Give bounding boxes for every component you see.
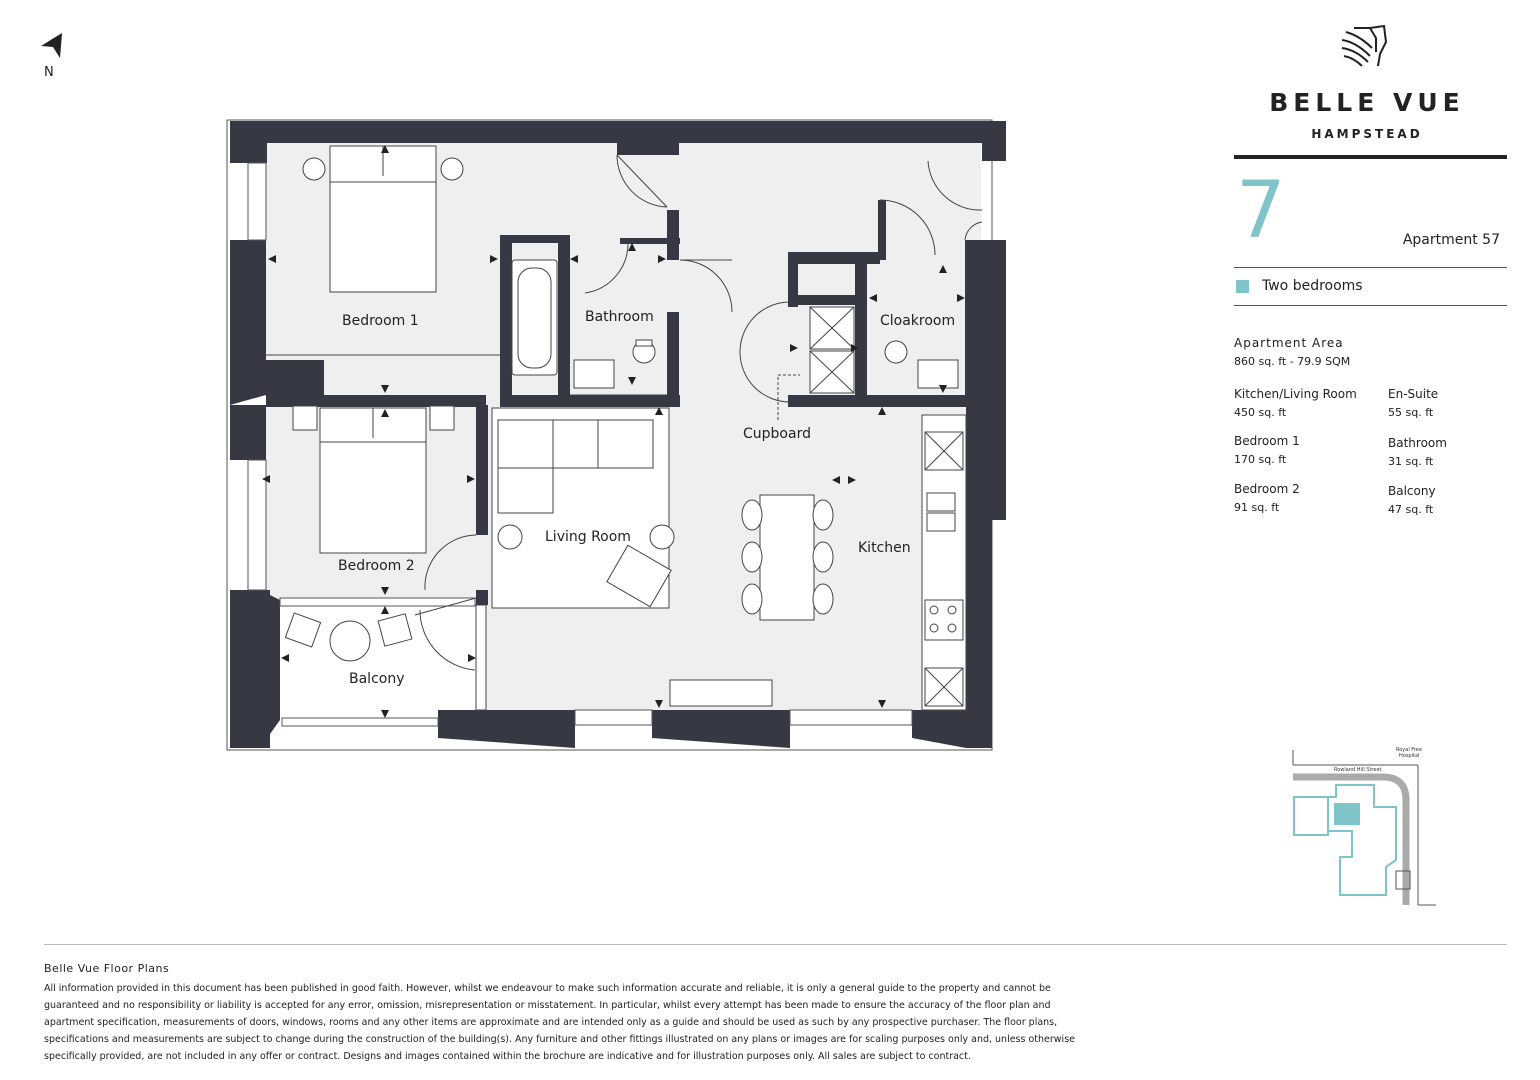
- brand-name: BELLE VUE: [1269, 88, 1465, 117]
- room-name: Bedroom 2: [1234, 482, 1300, 496]
- room-name: Bedroom 1: [1234, 434, 1300, 448]
- footer-divider: [44, 944, 1507, 945]
- bedroom-color-swatch: [1236, 280, 1249, 293]
- bedroom-count: Two bedrooms: [1262, 278, 1363, 294]
- north-label: N: [44, 65, 54, 80]
- site-apartment-marker: [1334, 803, 1360, 825]
- north-arrow-icon: [41, 33, 62, 58]
- brand-divider: [1234, 155, 1507, 159]
- label-bedroom-1: Bedroom 1: [342, 313, 419, 329]
- site-label-hospital-line1: Royal Free: [1396, 747, 1422, 753]
- divider: [1234, 305, 1507, 306]
- room-name: En-Suite: [1388, 387, 1439, 401]
- brand-location: HAMPSTEAD: [1311, 127, 1423, 141]
- label-cupboard: Cupboard: [743, 426, 811, 442]
- footer-title: Belle Vue Floor Plans: [44, 962, 170, 975]
- label-living-room: Living Room: [545, 529, 631, 545]
- room-name: Balcony: [1388, 484, 1436, 498]
- site-plan: Royal Free Hospital Rowland Hill Street: [1292, 747, 1436, 906]
- room-area: 31 sq. ft: [1388, 455, 1434, 468]
- area-title: Apartment Area: [1234, 336, 1344, 350]
- label-balcony: Balcony: [349, 671, 405, 687]
- footer-disclaimer: All information provided in this documen…: [44, 983, 1075, 1062]
- floor-number: 7: [1236, 166, 1286, 256]
- label-bedroom-2: Bedroom 2: [338, 558, 415, 574]
- label-bathroom: Bathroom: [585, 309, 654, 325]
- horse-logo-icon: [1341, 24, 1388, 67]
- label-cloakroom: Cloakroom: [880, 313, 955, 329]
- divider: [1234, 267, 1507, 268]
- room-area: 450 sq. ft: [1234, 406, 1287, 419]
- site-label-street: Rowland Hill Street: [1334, 767, 1382, 773]
- label-kitchen: Kitchen: [858, 540, 911, 556]
- room-area: 55 sq. ft: [1388, 406, 1434, 419]
- apartment-name: Apartment 57: [1402, 232, 1500, 248]
- room-area: 91 sq. ft: [1234, 501, 1280, 514]
- site-label-hospital-line2: Hospital: [1399, 753, 1419, 759]
- room-area: 170 sq. ft: [1234, 453, 1287, 466]
- room-area: 47 sq. ft: [1388, 503, 1434, 516]
- room-name: Kitchen/Living Room: [1234, 387, 1357, 401]
- room-name: Bathroom: [1388, 436, 1447, 450]
- area-value: 860 sq. ft - 79.9 SQM: [1234, 355, 1351, 368]
